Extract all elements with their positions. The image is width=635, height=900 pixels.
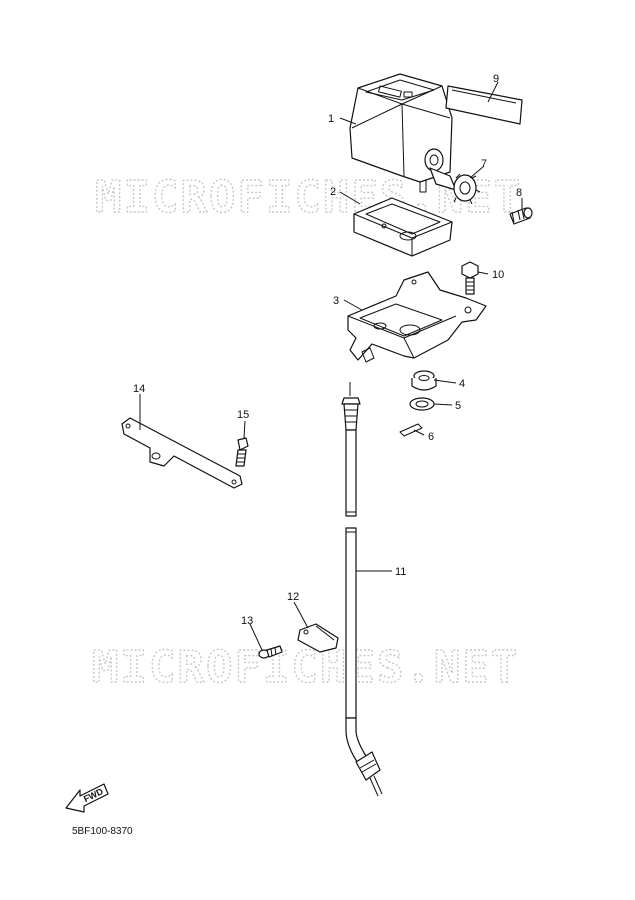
- callout-3: 3: [333, 295, 339, 307]
- part-15-bolt: [235, 437, 249, 467]
- part-14-stay-bracket: [121, 417, 243, 489]
- callout-13: 13: [241, 615, 253, 627]
- part-11-speedometer-cable: [341, 382, 383, 797]
- callout-14: 14: [133, 383, 145, 395]
- callout-6: 6: [428, 431, 434, 443]
- callout-5: 5: [455, 400, 461, 412]
- callout-9: 9: [493, 73, 499, 85]
- callout-numbers: 1 2 3 4 5 6 7 8 9 10 11 12 13 14 15: [133, 73, 522, 627]
- part-3-bracket: [347, 271, 487, 363]
- part-6-clip: [399, 423, 423, 437]
- part-2-gasket: [353, 197, 453, 257]
- watermark-bottom: MICROFICHES.NET: [92, 642, 519, 693]
- callout-1: 1: [328, 113, 334, 125]
- leader-lines: [139, 81, 523, 651]
- callout-11: 11: [395, 566, 406, 578]
- part-4-grommet: [411, 370, 437, 391]
- part-12-cable-clamp: [297, 623, 339, 653]
- part-13-screw: [258, 645, 283, 659]
- callout-15: 15: [237, 409, 249, 421]
- callout-4: 4: [459, 378, 465, 390]
- callout-8: 8: [516, 187, 522, 199]
- callout-7: 7: [481, 158, 487, 170]
- callout-10: 10: [492, 269, 504, 281]
- part-9-glass-strip: [445, 85, 523, 125]
- callout-12: 12: [287, 591, 299, 603]
- part-10-bolt: [461, 261, 479, 295]
- part-5-washer: [409, 397, 435, 411]
- diagram-code: 5BF100-8370: [72, 826, 133, 837]
- part-7-gear: [429, 167, 481, 205]
- callout-2: 2: [330, 186, 336, 198]
- part-8-screw: [509, 207, 533, 225]
- fwd-arrow-icon: FWD: [65, 783, 109, 813]
